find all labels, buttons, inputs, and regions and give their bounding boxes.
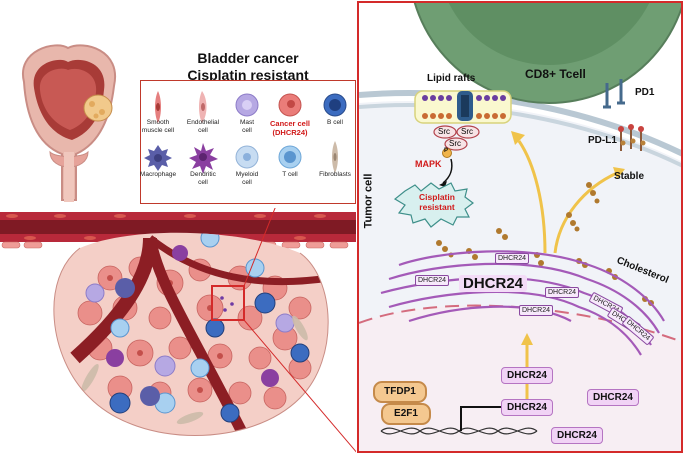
src-label-3: Src [449,139,461,148]
tfdp1-label: TFDP1 [373,381,427,403]
legend-item-cancer-cell-dhcr24: Cancer cell(DHCR24) [262,119,318,137]
legend-caption-line-1: Fibroblasts [319,171,351,178]
fibroblast-icon [332,141,338,173]
cd8-t-cell [413,3,681,104]
myeloid-cell-icon [235,145,259,169]
legend-caption-line-1: Smooth [146,119,170,126]
legend-icons [144,91,347,174]
legend-caption-line-2: muscle cell [141,127,175,134]
title-line-1: Bladder cancer [197,50,299,66]
legend-caption-line-1: Mast [239,119,255,126]
pd-l1-label: PD-L1 [588,135,617,146]
e2f1-label: E2F1 [381,403,431,425]
mast-cell-icon [235,93,259,117]
er-dhcr24-tag: DHCR24 [545,287,580,298]
phospho-icon [442,148,452,158]
zoom-region-box [211,285,245,321]
cancer-cell-icon [278,93,302,117]
legend-caption-line-1: Myeloid [235,171,259,178]
dna-helix [380,427,538,435]
nuclear-dhcr24-box: DHCR24 [501,399,553,416]
nuclear-dhcr24-box: DHCR24 [551,427,603,444]
tumor-microenvironment [0,208,356,453]
nuclear-dhcr24-box: DHCR24 [501,367,553,384]
cd8-tcell-label: CD8+ Tcell [525,67,586,81]
pd-l1-protein [618,124,646,151]
cisplatin-label: Cisplatin resistant [409,192,465,212]
macrophage-icon [144,145,172,171]
er-dhcr24-tag: DHCR24 [415,275,450,286]
legend-caption-line-1: B cell [327,119,343,126]
legend-caption-line-1: Endothelial [186,119,220,126]
legend-caption-line-2: cell [198,127,208,134]
legend-caption-line-2: cell [242,179,252,186]
bladder-illustration [21,44,117,202]
tumor-cell-panel: CD8+ Tcell PD1 PD-L1 Stable Lipid rafts … [357,1,683,453]
pd1-receptor [603,79,625,109]
legend-caption-line-2: cell [242,127,252,134]
pd1-label: PD1 [635,87,655,98]
src-kinase-group [433,125,480,151]
legend-caption-line-1: T cell [282,171,298,178]
legend-caption-line-1: Cancer cell [269,119,311,128]
dhcr24-main-label: DHCR24 [459,275,528,292]
t-cell-icon [278,145,302,169]
nuclear-dhcr24-box: DHCR24 [587,389,639,406]
legend-caption-line-1: Dendritic [190,171,216,178]
smooth-muscle-cell-icon [155,91,161,123]
src-label-2: Src [461,127,473,136]
dendritic-cell-icon [189,143,218,174]
lipid-raft [414,90,512,124]
stable-label: Stable [614,171,645,182]
b-cell-icon [323,93,347,117]
tumor-cell-label: Tumor cell [362,173,375,229]
cisplatin-resistant-burst [393,182,474,228]
cisplatin-line-2: resistant [419,202,455,212]
endothelial-cell-icon [199,91,207,123]
er-dhcr24-tag: DHCR24 [519,305,554,316]
legend-item-fibroblasts: Fibroblasts [307,171,363,179]
cisplatin-line-1: Cisplatin [419,192,455,202]
legend-item-b-cell: B cell [307,119,363,127]
legend-item-macrophage: Macrophage [130,171,186,179]
er-dhcr24-tag: DHCR24 [495,253,530,264]
mapk-label: MAPK [415,159,442,169]
figure-title: Bladder cancer Cisplatin resistant [140,50,356,84]
legend-caption-line-2: cell [198,179,208,186]
lipid-rafts-label: Lipid rafts [427,73,476,84]
legend-caption-line-2: (DHCR24) [272,128,308,137]
legend-item-t-cell: T cell [262,171,318,179]
phospho-label: P [444,148,449,154]
title-line-2: Cisplatin resistant [187,67,309,83]
src-label-1: Src [438,127,450,136]
legend-caption-line-1: Macrophage [139,171,177,178]
